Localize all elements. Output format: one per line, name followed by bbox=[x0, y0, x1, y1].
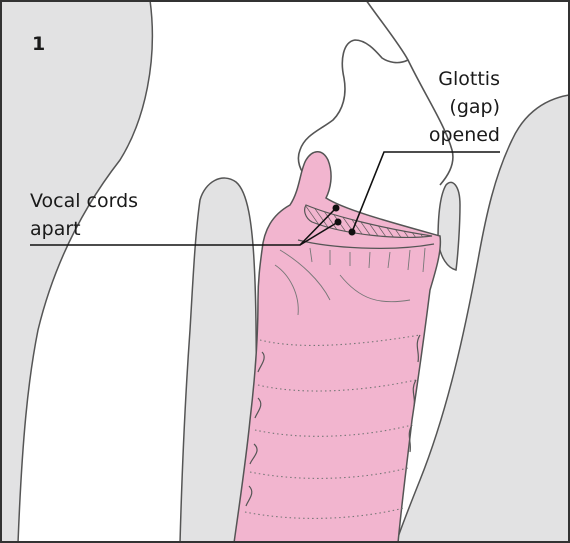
vocal-cords-leader-dot-1 bbox=[333, 205, 340, 212]
thyroid-post-shape bbox=[438, 182, 460, 270]
glottis-label-line1: Glottis bbox=[438, 68, 500, 90]
glottis-label-line2: (gap) bbox=[449, 96, 500, 118]
glottis-label-line3: opened bbox=[429, 124, 500, 146]
vocal-cords-label-line1: Vocal cords bbox=[30, 190, 138, 212]
glottis-leader-dot bbox=[349, 229, 356, 236]
vocal-cords-label-line2: apart bbox=[30, 218, 81, 240]
neck-back-shape bbox=[1, 0, 152, 543]
panel-number: 1 bbox=[32, 33, 45, 55]
vocal-cords-leader-dot-2 bbox=[335, 219, 342, 226]
